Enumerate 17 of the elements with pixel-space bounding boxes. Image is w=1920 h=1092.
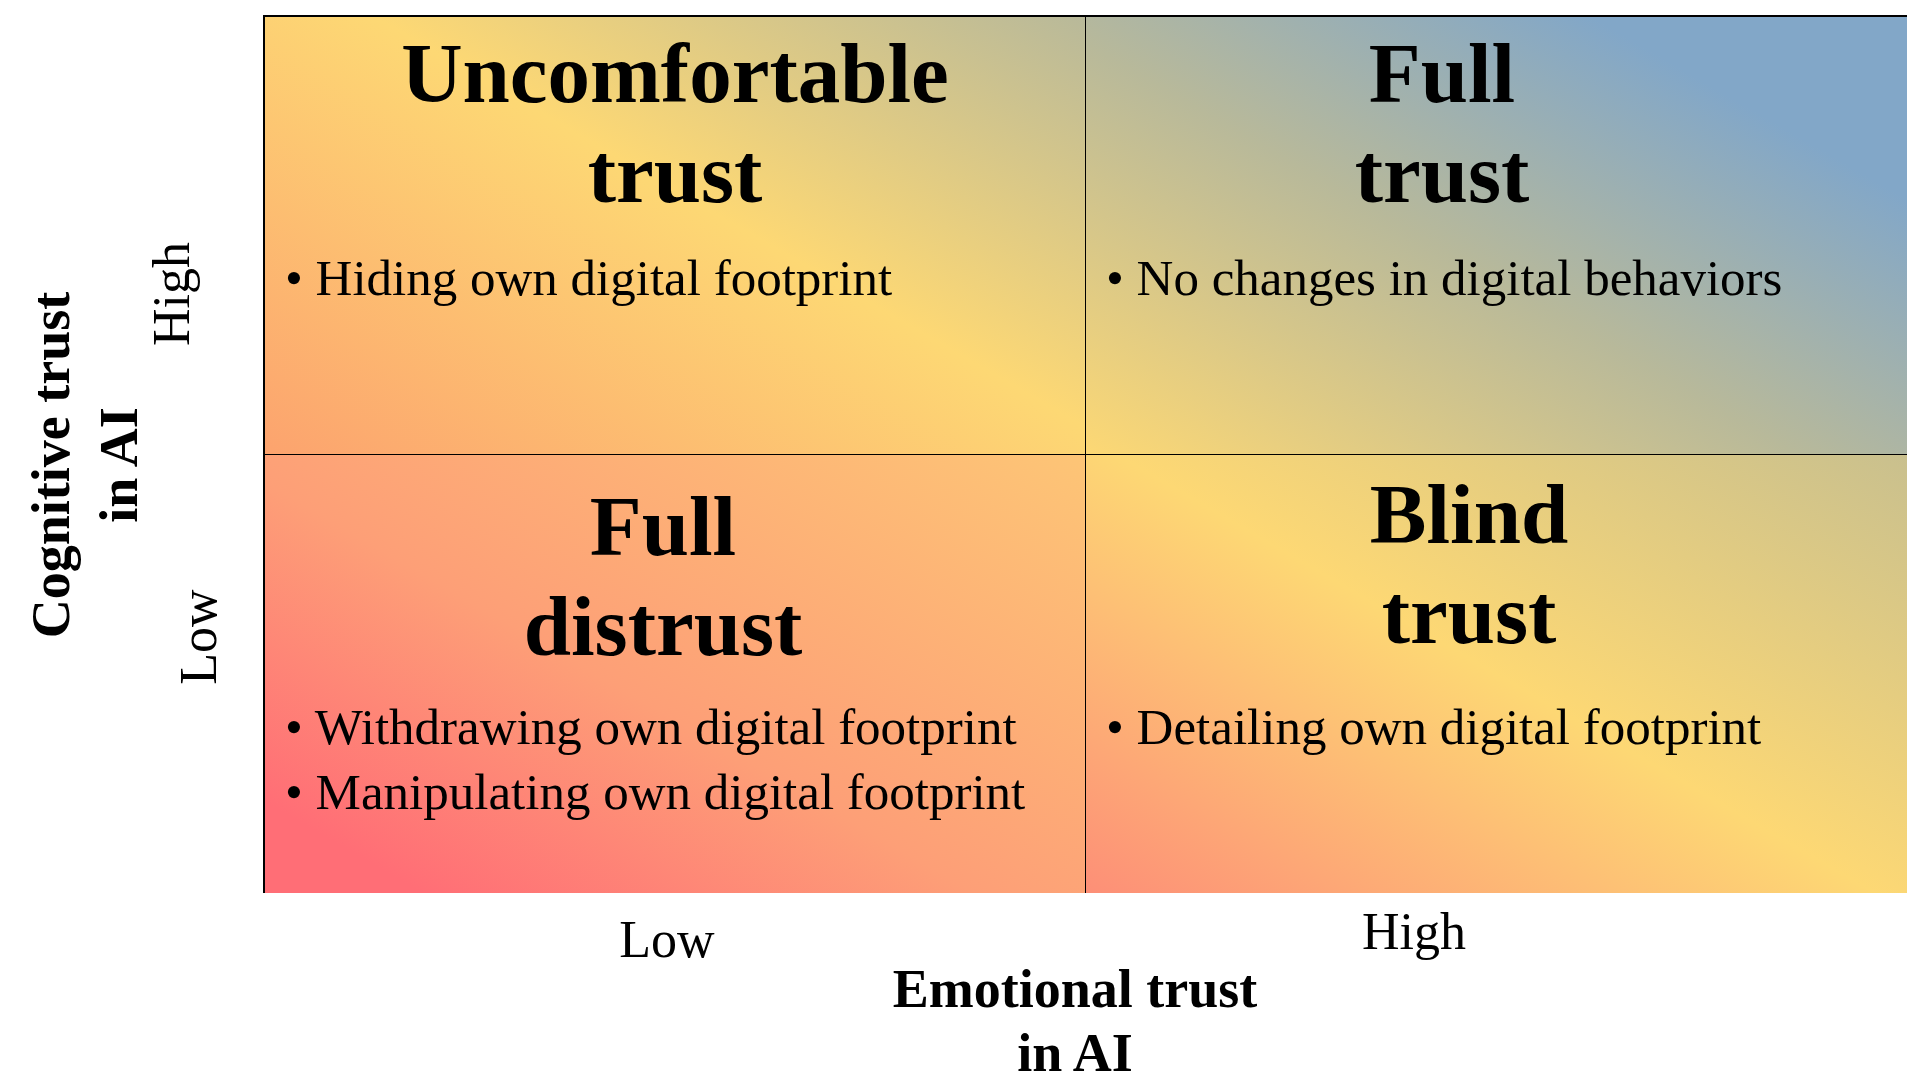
- quadrant-box: [1086, 17, 1907, 455]
- axis-title: Emotional trust in AI: [891, 958, 1259, 1085]
- axis-tick-label: High: [1362, 906, 1466, 958]
- axis-tick-label: Low: [619, 914, 715, 966]
- quadrant-title: Full trust: [1354, 25, 1530, 222]
- quadrant-box: [1086, 455, 1907, 893]
- bullet-item: • No changes in digital behaviors: [1106, 249, 1783, 308]
- quadrant-box: [265, 17, 1086, 455]
- quadrant-box: [265, 455, 1086, 893]
- bullet-item: • Manipulating own digital footprint: [285, 763, 1026, 822]
- bullet-item: • Withdrawing own digital footprint: [285, 698, 1018, 757]
- quadrant-title: Uncomfortable trust: [401, 25, 949, 222]
- bullet-item: • Hiding own digital footprint: [285, 249, 893, 308]
- quadrant-title: Blind trust: [1369, 466, 1569, 663]
- axis-tick-label: Low: [173, 589, 225, 685]
- bullet-item: • Detailing own digital footprint: [1106, 698, 1762, 757]
- quadrant-title: Full distrust: [523, 478, 803, 675]
